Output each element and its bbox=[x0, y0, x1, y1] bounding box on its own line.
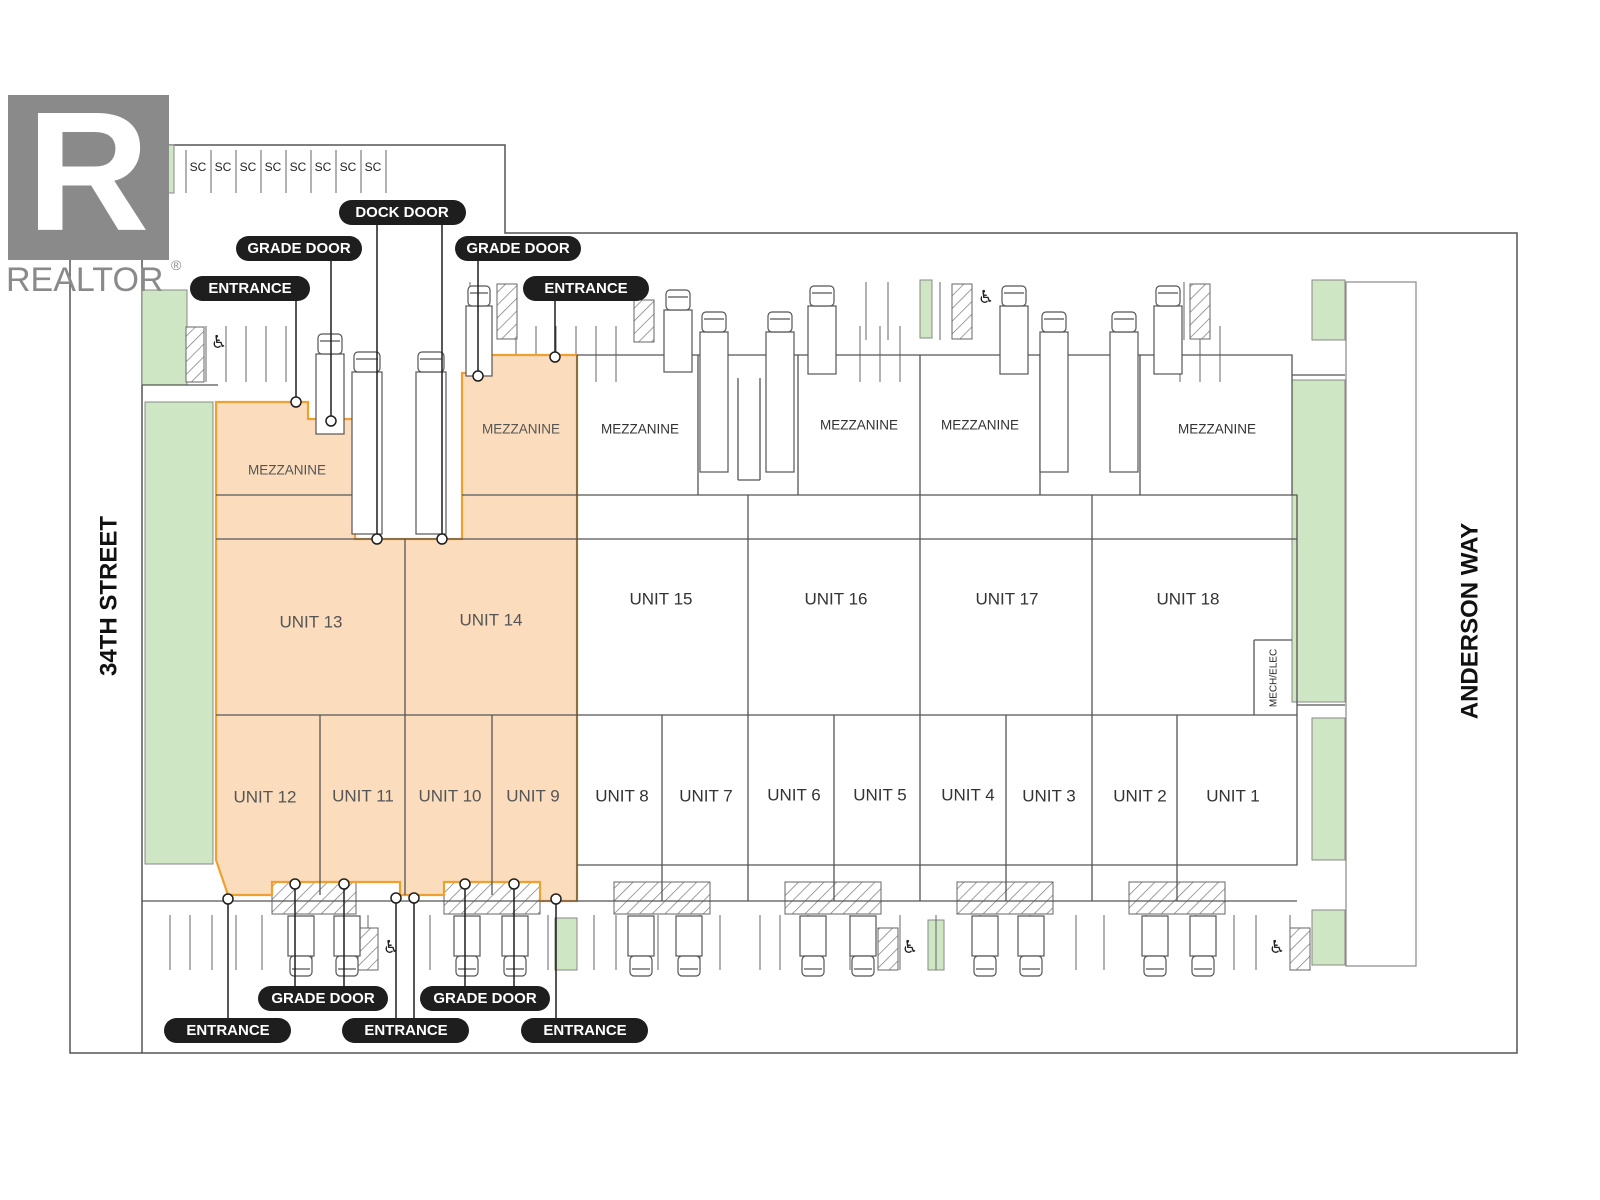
small-car-stall-label: SC bbox=[315, 160, 332, 174]
wheelchair-icon: ♿ bbox=[978, 287, 994, 308]
mezzanine-label: MEZZANINE bbox=[601, 422, 679, 437]
truck-icon bbox=[807, 285, 837, 375]
svg-text:GRADE DOOR: GRADE DOOR bbox=[271, 990, 375, 1007]
registered-mark: ® bbox=[171, 257, 182, 273]
callout-leaders bbox=[222, 224, 562, 1018]
grade-door-callout: GRADE DOOR bbox=[258, 986, 388, 1011]
truck-icon bbox=[453, 915, 481, 977]
grade-door-callout: GRADE DOOR bbox=[236, 236, 362, 261]
truck-icon bbox=[971, 915, 999, 977]
small-car-stall-label: SC bbox=[265, 160, 282, 174]
wheelchair-icon: ♿ bbox=[383, 937, 399, 958]
unit-11-label: UNIT 11 bbox=[332, 786, 394, 805]
unit-3-label: UNIT 3 bbox=[1022, 786, 1076, 805]
mezzanine-label: MEZZANINE bbox=[941, 418, 1019, 433]
mezzanine-labels: MEZZANINE MEZZANINE MEZZANINE MEZZANINE … bbox=[248, 418, 1256, 478]
svg-text:GRADE DOOR: GRADE DOOR bbox=[247, 240, 351, 257]
truck-icon bbox=[287, 915, 315, 977]
svg-text:GRADE DOOR: GRADE DOOR bbox=[433, 990, 537, 1007]
truck-icon bbox=[849, 915, 877, 977]
east-sidewalk bbox=[1345, 281, 1417, 967]
svg-text:ENTRANCE: ENTRANCE bbox=[208, 280, 291, 297]
realtor-wordmark: REALTOR bbox=[6, 261, 163, 299]
unit-9-label: UNIT 9 bbox=[506, 786, 560, 805]
unit-5-label: UNIT 5 bbox=[853, 785, 907, 804]
unit-2-label: UNIT 2 bbox=[1113, 786, 1167, 805]
wheelchair-icon: ♿ bbox=[902, 937, 918, 958]
unit-15-label: UNIT 15 bbox=[630, 589, 693, 608]
unit-14-label: UNIT 14 bbox=[460, 610, 523, 629]
realtor-r-letter: R bbox=[27, 77, 150, 267]
accessible-parking-icons: ♿ ♿ ♿ ♿ ♿ bbox=[211, 287, 1285, 958]
highlighted-area bbox=[214, 353, 579, 903]
truck-icon bbox=[333, 915, 361, 977]
truck-icon bbox=[663, 289, 693, 373]
svg-text:ENTRANCE: ENTRANCE bbox=[544, 280, 627, 297]
unit-16-label: UNIT 16 bbox=[805, 589, 868, 608]
truck-icon bbox=[501, 915, 529, 977]
unit-4-label: UNIT 4 bbox=[941, 785, 995, 804]
truck-icon bbox=[465, 285, 493, 377]
unit-13-label: UNIT 13 bbox=[280, 612, 343, 631]
entrance-callout: ENTRANCE bbox=[190, 276, 310, 301]
small-car-stall-label: SC bbox=[240, 160, 257, 174]
svg-text:ENTRANCE: ENTRANCE bbox=[364, 1022, 447, 1039]
entrance-callout: ENTRANCE bbox=[521, 1018, 648, 1043]
unit-7-label: UNIT 7 bbox=[679, 786, 733, 805]
svg-text:ENTRANCE: ENTRANCE bbox=[186, 1022, 269, 1039]
small-car-stall-label: SC bbox=[365, 160, 382, 174]
svg-text:ENTRANCE: ENTRANCE bbox=[543, 1022, 626, 1039]
wheelchair-icon: ♿ bbox=[211, 332, 227, 353]
truck-icon bbox=[415, 351, 447, 535]
unit-6-label: UNIT 6 bbox=[767, 785, 821, 804]
truck-icon bbox=[1189, 915, 1217, 977]
realtor-r-icon bbox=[8, 95, 169, 260]
callouts: ENTRANCE GRADE DOOR DOCK DOOR GRADE DOOR… bbox=[164, 200, 649, 1043]
mezzanine-label: MEZZANINE bbox=[1178, 422, 1256, 437]
small-car-stall-label: SC bbox=[340, 160, 357, 174]
unit-8-label: UNIT 8 bbox=[595, 786, 649, 805]
grade-door-callout: GRADE DOOR bbox=[455, 236, 581, 261]
truck-icon bbox=[1017, 915, 1045, 977]
unit-17-label: UNIT 17 bbox=[976, 589, 1039, 608]
mezzanine-label: MEZZANINE bbox=[248, 463, 326, 478]
truck-icon bbox=[799, 915, 827, 977]
mezzanine-label: MEZZANINE bbox=[820, 418, 898, 433]
unit-10-label: UNIT 10 bbox=[419, 786, 482, 805]
truck-icon bbox=[765, 311, 795, 473]
unit-12-label: UNIT 12 bbox=[234, 787, 297, 806]
entrance-callout: ENTRANCE bbox=[164, 1018, 291, 1043]
unit-18-label: UNIT 18 bbox=[1157, 589, 1220, 608]
street-anderson-label: ANDERSON WAY bbox=[1456, 523, 1483, 719]
wheelchair-icon: ♿ bbox=[1269, 937, 1285, 958]
small-car-stall-label: SC bbox=[290, 160, 307, 174]
street-34th-label: 34TH STREET bbox=[95, 516, 122, 676]
entrance-callout: ENTRANCE bbox=[523, 276, 649, 301]
mezzanine-label: MEZZANINE bbox=[482, 422, 560, 437]
small-car-stall-label: SC bbox=[190, 160, 207, 174]
small-car-stall-label: SC bbox=[215, 160, 232, 174]
truck-icon bbox=[999, 285, 1029, 375]
entrance-callout: ENTRANCE bbox=[342, 1018, 469, 1043]
unit-labels: UNIT 13 UNIT 14 UNIT 15 UNIT 16 UNIT 17 … bbox=[234, 589, 1260, 806]
unit-1-label: UNIT 1 bbox=[1206, 786, 1260, 805]
truck-icon bbox=[627, 915, 655, 977]
truck-icon bbox=[1141, 915, 1169, 977]
truck-icon bbox=[1109, 311, 1139, 473]
dock-door-callout: DOCK DOOR bbox=[339, 200, 466, 225]
svg-text:DOCK DOOR: DOCK DOOR bbox=[355, 204, 449, 221]
truck-icon bbox=[675, 915, 703, 977]
truck-icon bbox=[699, 311, 729, 473]
mech-elec-room-label: MECH/ELEC bbox=[1269, 649, 1280, 707]
realtor-logo: R REALTOR ® bbox=[6, 77, 182, 299]
svg-text:GRADE DOOR: GRADE DOOR bbox=[466, 240, 570, 257]
grade-door-callout: GRADE DOOR bbox=[420, 986, 550, 1011]
truck-icon bbox=[1153, 285, 1183, 375]
landscaping bbox=[141, 144, 1346, 971]
small-car-stalls: SC SC SC SC SC SC SC SC bbox=[185, 150, 387, 193]
truck-icon bbox=[1039, 311, 1069, 473]
